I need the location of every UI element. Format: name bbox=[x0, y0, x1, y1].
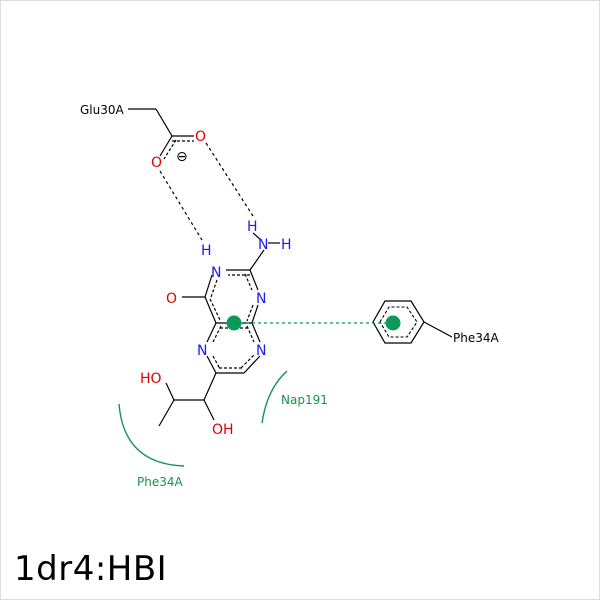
bond-c6-c1p bbox=[203, 372, 217, 401]
bond-c1p-oh bbox=[203, 399, 215, 421]
hydrophobic-arc-nap191 bbox=[261, 370, 288, 424]
label-nap191: Nap191 bbox=[281, 393, 328, 407]
label-phe34a-ring: Phe34A bbox=[453, 331, 499, 345]
bond-c-o2 bbox=[159, 135, 173, 157]
atom-ring-nh-n: N bbox=[211, 265, 221, 281]
atom-hydroxyl-2: OH bbox=[212, 422, 234, 438]
bond-c4a-n5-arom bbox=[212, 325, 222, 343]
bond-phe-anchor bbox=[423, 321, 453, 338]
bond-c4-c4a bbox=[204, 296, 217, 324]
diagram-caption: 1dr4:HBI bbox=[14, 549, 168, 589]
bond-c-o2-delocal bbox=[163, 139, 177, 160]
atom-ring-n-upper: N bbox=[256, 291, 266, 307]
label-glu30a: Glu30A bbox=[80, 103, 125, 117]
bond-n5-c6 bbox=[206, 355, 217, 374]
bond-n3-c4 bbox=[204, 274, 213, 298]
atom-ring-n-lower-left: N bbox=[197, 343, 207, 359]
bond-c7-n8 bbox=[243, 355, 261, 374]
bond-n1-c8a bbox=[251, 304, 259, 324]
bond-c4-c4a-arom bbox=[209, 298, 221, 321]
atom-carboxylate-o1: O bbox=[195, 129, 206, 145]
charge-minus-icon: ⊖ bbox=[176, 149, 188, 165]
hbond-o1-amine bbox=[205, 142, 254, 217]
atom-ring-nh-h: H bbox=[201, 243, 212, 259]
atom-amine-n: N bbox=[258, 237, 268, 253]
atom-amine-h-right: H bbox=[281, 237, 292, 253]
bond-h-n bbox=[252, 232, 262, 241]
bond-c2-n1 bbox=[249, 269, 259, 291]
bond-n1-c8a-arom bbox=[246, 304, 254, 322]
atom-hydroxyl-1: HO bbox=[140, 371, 162, 387]
bond-c8a-n8 bbox=[251, 322, 261, 343]
atom-ring-n-lower-right: N bbox=[256, 343, 266, 359]
bond-c8a-n8-arom bbox=[246, 325, 255, 343]
atom-carboxylate-o2: O bbox=[151, 155, 162, 171]
atom-carbonyl-o: O bbox=[166, 291, 177, 307]
phe-ring-aromatic bbox=[379, 306, 418, 338]
bond-n3-c4-arom bbox=[210, 279, 218, 298]
pi-centroid-ligand bbox=[226, 315, 242, 331]
bond-n5-c6-arom bbox=[212, 355, 221, 370]
pi-centroid-phe bbox=[385, 315, 401, 331]
bond-ch2-c bbox=[155, 108, 173, 137]
atom-amine-h-top: H bbox=[247, 219, 258, 235]
hbond-o2-ringnh bbox=[159, 170, 203, 241]
bond-c2p-oh bbox=[165, 382, 175, 401]
label-phe34a-arc: Phe34A bbox=[137, 475, 183, 489]
bond-c4a-n5 bbox=[206, 322, 217, 343]
bond-c2-n1-arom bbox=[244, 273, 253, 291]
bond-c2p-ch3 bbox=[158, 399, 175, 427]
bond-c7-n8-arom bbox=[240, 353, 256, 369]
hydrophobic-arc-phe34a bbox=[118, 403, 185, 467]
bond-n-c2 bbox=[249, 249, 265, 271]
